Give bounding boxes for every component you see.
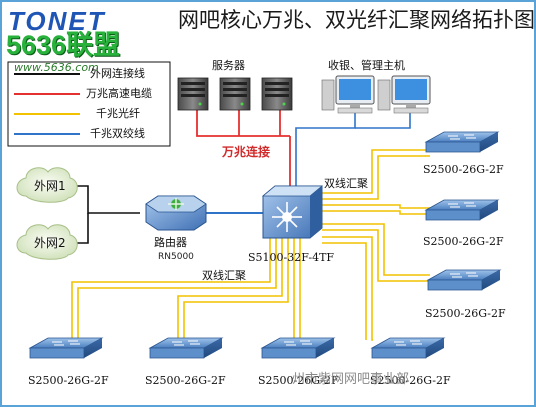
fiber-bottom	[71, 238, 301, 340]
right-switch-label-3: S2500-26G-2F	[425, 307, 506, 320]
internet1-label: 外网1	[34, 179, 66, 193]
right-switch-icon-2	[424, 199, 500, 221]
diagram-title: 网吧核心万兆、双光纤汇聚网络拓扑图	[178, 8, 535, 32]
wan-link-1	[72, 185, 140, 214]
bottom-switch-label-4: S2500-26G-2F	[370, 374, 451, 387]
pc-icon-1	[321, 75, 375, 114]
copper-cables	[295, 112, 411, 186]
internet-cloud-2	[16, 224, 78, 260]
legend-label-fiber: 千兆光纤	[96, 107, 140, 120]
copper-cable-b	[355, 112, 411, 129]
core-switch-icon	[261, 185, 324, 239]
bottom-switch-label-1: S2500-26G-2F	[28, 374, 109, 387]
legend-label-copper: 千兆双绞线	[90, 127, 145, 140]
router-icon	[145, 195, 207, 231]
server-icon-2	[219, 77, 251, 111]
logo-tag: TONET	[8, 6, 106, 36]
legend-label-wan: 外网连接线	[90, 67, 145, 80]
pc-icon-2	[377, 75, 431, 114]
logo-url: www.5636.com	[14, 61, 99, 74]
legend-box	[7, 61, 171, 147]
server-icon-3	[261, 77, 293, 111]
router-model-label: RN5000	[158, 252, 194, 262]
legend-lines	[14, 73, 80, 135]
fiber-right	[322, 149, 430, 341]
tengig-link-label: 万兆连接	[222, 145, 271, 159]
right-switch-label-2: S2500-26G-2F	[423, 235, 504, 248]
server-group	[177, 77, 293, 111]
watermark-text: 州市紫网网吧事业部	[292, 372, 410, 387]
access-switches	[28, 131, 502, 359]
cashier-label: 收银、管理主机	[328, 59, 405, 72]
tengig-cable-a	[196, 108, 290, 137]
router-label: 路由器	[154, 236, 187, 249]
server-icon-1	[177, 77, 209, 111]
copper-cable-a	[295, 112, 356, 186]
right-switch-icon-3	[426, 269, 502, 291]
legend-label-10g: 万兆高速电缆	[86, 87, 152, 100]
bottom-switch-label-2: S2500-26G-2F	[145, 374, 226, 387]
dual-agg-right-label: 双线汇聚	[324, 177, 368, 190]
bottom-switch-icon-2	[148, 337, 224, 359]
servers-label: 服务器	[212, 59, 245, 72]
bottom-switch-icon-3	[260, 337, 336, 359]
logo-brand: 5636联盟	[6, 30, 121, 60]
cashier-pc-group	[321, 75, 431, 114]
wan-links	[72, 185, 140, 244]
bottom-switch-icon-1	[28, 337, 104, 359]
bottom-switch-icon-4	[370, 337, 446, 359]
dual-agg-bottom-label: 双线汇聚	[202, 269, 246, 282]
internet-cloud-1	[16, 167, 78, 203]
right-switch-icon-1	[424, 131, 500, 153]
internet2-label: 外网2	[34, 236, 66, 250]
core-switch-label: S5100-32F-4TF	[248, 251, 335, 264]
bottom-switch-label-3: S2500-26G-2F	[258, 374, 339, 387]
right-switch-label-1: S2500-26G-2F	[423, 163, 504, 176]
tengig-cables	[196, 108, 291, 186]
